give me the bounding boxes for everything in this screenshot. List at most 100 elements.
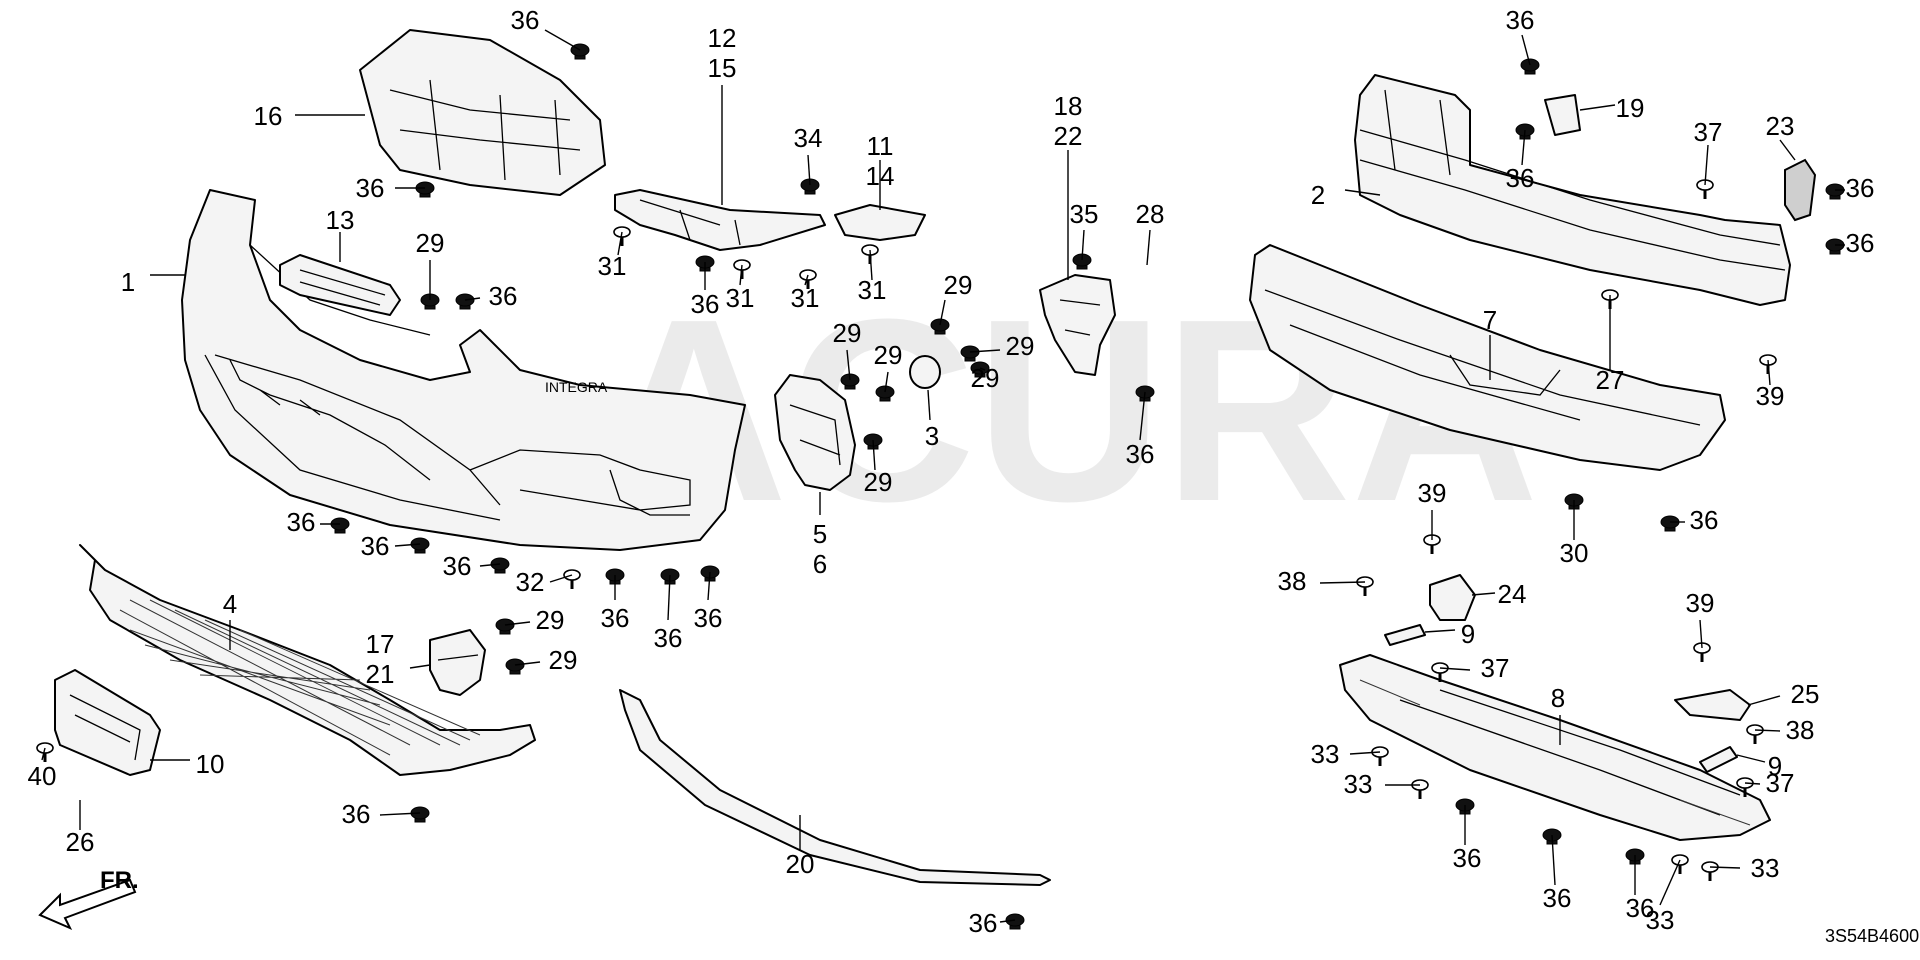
leader-line-29 xyxy=(846,349,851,381)
callout-40: 40 xyxy=(28,761,57,791)
license-plate-bracket-part xyxy=(54,669,161,776)
leader-line-37 xyxy=(1439,667,1471,671)
leader-line-36 xyxy=(1521,34,1531,66)
leader-line-33 xyxy=(1349,751,1381,755)
callout-31: 31 xyxy=(791,283,820,313)
callout-29: 29 xyxy=(536,605,565,635)
callout-15: 15 xyxy=(708,53,737,83)
callout-4: 4 xyxy=(223,589,237,619)
leader-line-36 xyxy=(1551,834,1556,886)
callout-36: 36 xyxy=(1506,5,1535,35)
callout-36: 36 xyxy=(361,531,390,561)
callout-26: 26 xyxy=(66,827,95,857)
callout-36: 36 xyxy=(1846,173,1875,203)
callout-34: 34 xyxy=(794,123,823,153)
callout-24: 24 xyxy=(1498,579,1527,609)
leader-line-31 xyxy=(739,264,743,286)
callout-36: 36 xyxy=(1126,439,1155,469)
front-grille-part xyxy=(79,544,536,776)
leader-line-34 xyxy=(807,154,811,186)
callout-38: 38 xyxy=(1786,715,1815,745)
clip-fastener-36 xyxy=(490,557,510,574)
leader-line-29 xyxy=(884,371,889,393)
callout-38: 38 xyxy=(1278,566,1307,596)
leader-line-29 xyxy=(969,349,1001,353)
clip-9-upper-part xyxy=(1384,624,1426,646)
callout-9: 9 xyxy=(1461,619,1475,649)
callout-37: 37 xyxy=(1481,653,1510,683)
leader-line-19 xyxy=(1579,104,1616,111)
callout-1: 1 xyxy=(121,267,135,297)
callout-36: 36 xyxy=(969,908,998,938)
screw-fastener-32 xyxy=(563,569,581,589)
clip-fastener-36 xyxy=(410,806,430,823)
leader-line-29 xyxy=(979,367,986,371)
leader-line-36 xyxy=(464,297,481,301)
svg-text:INTEGRA: INTEGRA xyxy=(545,379,608,395)
callout-14: 14 xyxy=(866,161,895,191)
callout-6: 6 xyxy=(813,549,827,579)
callout-5: 5 xyxy=(813,519,827,549)
callout-28: 28 xyxy=(1136,199,1165,229)
leader-line-36 xyxy=(544,29,581,51)
leader-line-9 xyxy=(1736,754,1766,763)
callout-29: 29 xyxy=(874,340,903,370)
callout-33: 33 xyxy=(1311,739,1340,769)
leader-line-29 xyxy=(872,439,876,471)
callout-32: 32 xyxy=(516,567,545,597)
front-direction-arrow: FR. xyxy=(38,867,139,931)
callout-16: 16 xyxy=(254,101,283,131)
callout-33: 33 xyxy=(1751,853,1780,883)
callout-31: 31 xyxy=(858,275,887,305)
leader-line-31 xyxy=(804,274,809,286)
leader-line-28 xyxy=(1146,229,1151,266)
callout-36: 36 xyxy=(1690,505,1719,535)
leader-line-25 xyxy=(1747,695,1781,706)
upper-absorber-part xyxy=(359,29,606,196)
callout-36: 36 xyxy=(1846,228,1875,258)
callout-11: 11 xyxy=(867,131,894,161)
leader-line-32 xyxy=(549,574,573,583)
callout-36: 36 xyxy=(694,603,723,633)
splash-shield-part xyxy=(1339,654,1771,841)
leader-line-29 xyxy=(504,621,531,626)
clip-fastener-36 xyxy=(1660,515,1680,532)
leader-line-35 xyxy=(1081,229,1085,261)
leader-line-38 xyxy=(1319,581,1366,584)
beam-bracket-part xyxy=(1544,94,1581,136)
clip-fastener-29 xyxy=(495,618,515,635)
leader-line-36 xyxy=(479,563,501,567)
leader-line-29 xyxy=(939,299,946,326)
leader-line-2 xyxy=(1344,189,1381,196)
callout-29: 29 xyxy=(416,228,445,258)
callout-17: 17 xyxy=(366,629,395,659)
clip-fastener-36 xyxy=(1825,183,1845,200)
upper-bracket-part xyxy=(834,204,926,241)
leader-line-38 xyxy=(1754,729,1781,732)
side-spacer-left-part xyxy=(614,189,826,251)
callout-21: 21 xyxy=(366,659,395,689)
leader-line-23 xyxy=(1779,139,1796,161)
callout-37: 37 xyxy=(1694,117,1723,147)
leader-line-33 xyxy=(1709,866,1741,869)
callout-37: 37 xyxy=(1766,768,1795,798)
clip-fastener-36 xyxy=(1825,238,1845,255)
tow-hook-cap-part xyxy=(909,355,941,389)
side-clip-bracket-part xyxy=(1784,158,1817,222)
leader-line-39 xyxy=(1767,359,1771,386)
clip-fastener-36 xyxy=(1520,58,1540,75)
leader-line-39 xyxy=(1699,619,1703,649)
side-bracket-right-part xyxy=(1039,274,1116,376)
leader-line-36 xyxy=(379,812,421,816)
lower-lip-spoiler-part xyxy=(619,689,1051,886)
callout-27: 27 xyxy=(1596,365,1625,395)
callout-39: 39 xyxy=(1686,588,1715,618)
leader-line-33 xyxy=(1659,859,1681,906)
emblem-base-part xyxy=(279,254,401,316)
callout-36: 36 xyxy=(342,799,371,829)
callout-36: 36 xyxy=(511,5,540,35)
drawing-code: 3S54B4600 xyxy=(1825,926,1919,946)
callout-36: 36 xyxy=(287,507,316,537)
callout-39: 39 xyxy=(1418,478,1447,508)
clip-fastener-36 xyxy=(415,181,435,198)
